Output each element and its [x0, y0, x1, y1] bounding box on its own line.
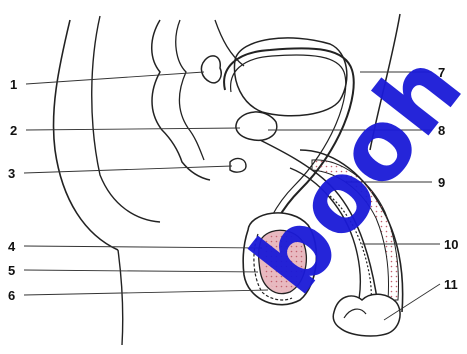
label-9: 9: [438, 175, 445, 190]
bulbourethral-gland: [230, 159, 246, 173]
prostate: [236, 112, 277, 140]
label-2: 2: [10, 123, 17, 138]
leader-line-6: [24, 290, 268, 295]
leader-line-4: [24, 246, 262, 248]
leader-line-5: [24, 270, 258, 272]
body-back-outline: [53, 20, 118, 250]
label-3: 3: [8, 166, 15, 181]
seminal-vesicle: [201, 56, 221, 83]
label-4: 4: [8, 239, 16, 254]
rectum-inner: [176, 20, 204, 160]
leader-line-3: [24, 166, 232, 173]
sacrum-curve: [92, 16, 160, 222]
label-6: 6: [8, 288, 15, 303]
label-11: 11: [444, 277, 458, 292]
rectum: [152, 20, 210, 180]
glans: [333, 294, 400, 336]
leader-line-1: [26, 72, 204, 84]
leader-line-2: [26, 128, 240, 130]
label-10: 10: [444, 237, 458, 252]
label-5: 5: [8, 263, 15, 278]
leg-outline: [118, 250, 123, 345]
label-1: 1: [10, 77, 17, 92]
